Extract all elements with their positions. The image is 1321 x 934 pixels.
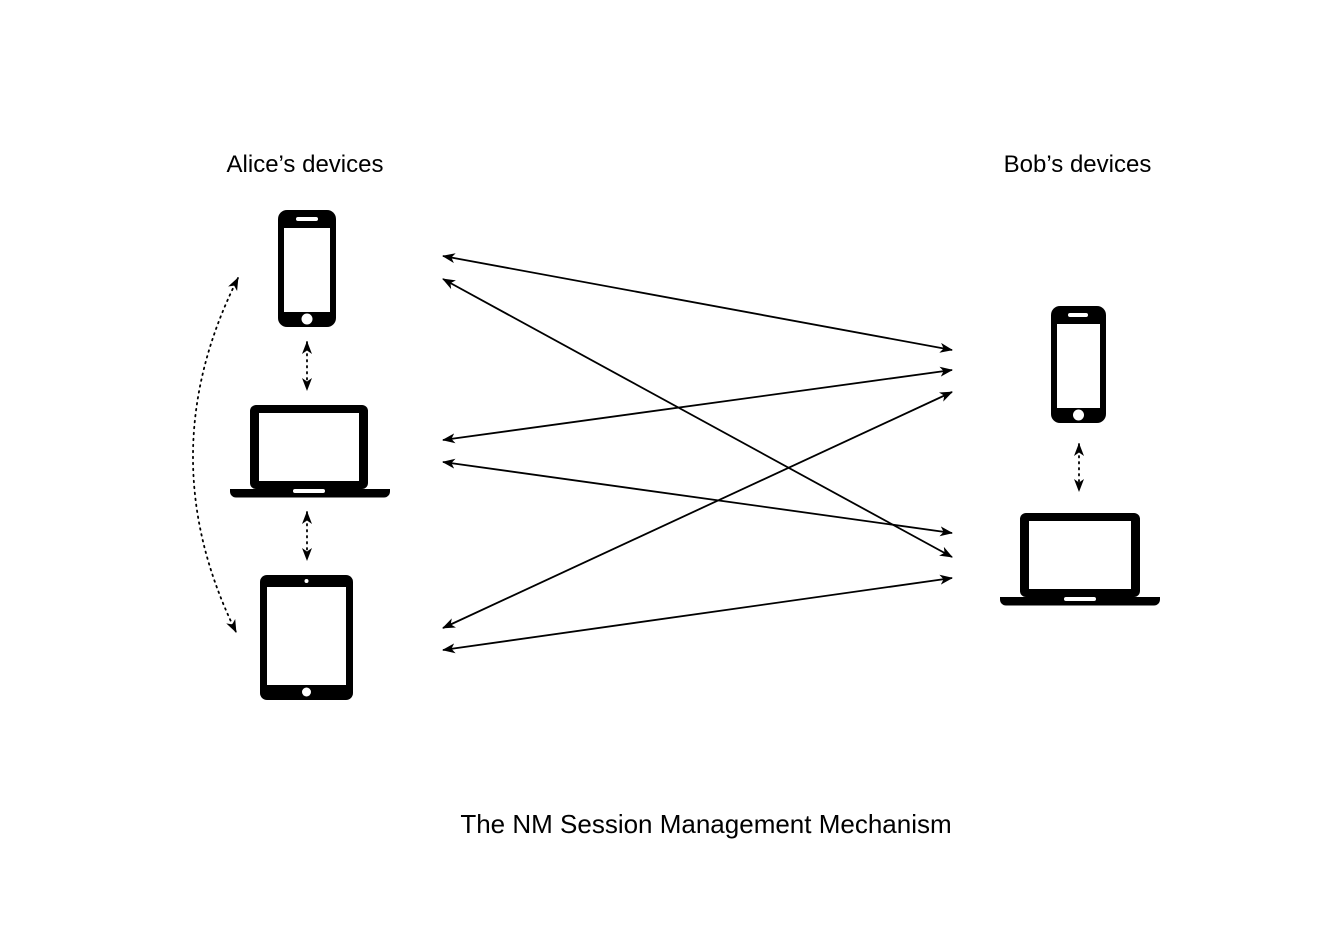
- session-link: [442, 391, 953, 629]
- bob-devices-label: Bob’s devices: [1003, 151, 1152, 178]
- pairing-link: [192, 277, 239, 633]
- diagram-title: The NM Session Management Mechanism: [460, 809, 952, 839]
- links-layer: [192, 253, 1084, 654]
- alice-tablet-icon: [260, 575, 353, 700]
- bob-laptop-icon: [1000, 513, 1160, 606]
- session-link: [442, 458, 953, 537]
- bob-smartphone-icon: [1051, 306, 1106, 423]
- session-link: [442, 366, 953, 444]
- session-link: [442, 278, 953, 558]
- session-link: [442, 253, 953, 353]
- alice-smartphone-icon: [278, 210, 336, 327]
- alice-devices-label: Alice’s devices: [226, 151, 384, 178]
- alice-laptop-icon: [230, 405, 390, 498]
- session-link: [442, 574, 953, 654]
